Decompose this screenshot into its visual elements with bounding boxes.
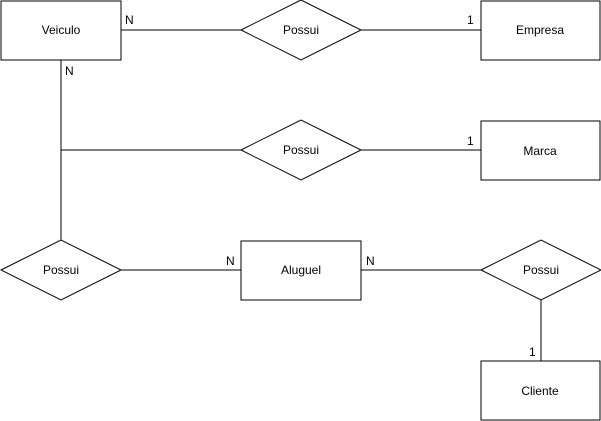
entity-marca[interactable]: Marca [480,120,601,181]
entity-cliente-label: Cliente [521,384,559,398]
entity-empresa[interactable]: Empresa [480,0,601,61]
entity-veiculo[interactable]: Veiculo [0,0,122,61]
cardinality-veiculo-empresa-n: N [125,13,134,27]
relationship-veiculo-marca[interactable]: Possui [239,119,363,181]
entity-cliente[interactable]: Cliente [480,360,601,421]
cardinality-cliente-1: 1 [529,345,536,359]
cardinality-marca-1: 1 [467,134,474,148]
cardinality-veiculo-down-n: N [65,64,74,78]
cardinality-aluguel-left-n: N [226,254,235,268]
entity-aluguel-label: Aluguel [281,263,321,277]
relationship-veiculo-marca-label: Possui [283,143,319,157]
cardinality-empresa-1: 1 [467,13,474,27]
relationship-aluguel-cliente[interactable]: Possui [479,239,601,301]
cardinality-labels: N 1 N 1 N N 1 [65,13,536,359]
edges [60,29,542,361]
cardinality-aluguel-right-n: N [366,254,375,268]
entity-veiculo-label: Veiculo [42,23,81,37]
relationship-veiculo-empresa-label: Possui [283,23,319,37]
relationship-veiculo-empresa[interactable]: Possui [239,0,363,61]
entity-marca-label: Marca [523,144,557,158]
relationship-aluguel-cliente-label: Possui [523,263,559,277]
relationship-veiculo-aluguel-label: Possui [43,263,79,277]
entity-empresa-label: Empresa [516,23,564,37]
relationship-veiculo-aluguel[interactable]: Possui [0,239,123,301]
entity-aluguel[interactable]: Aluguel [240,240,362,301]
